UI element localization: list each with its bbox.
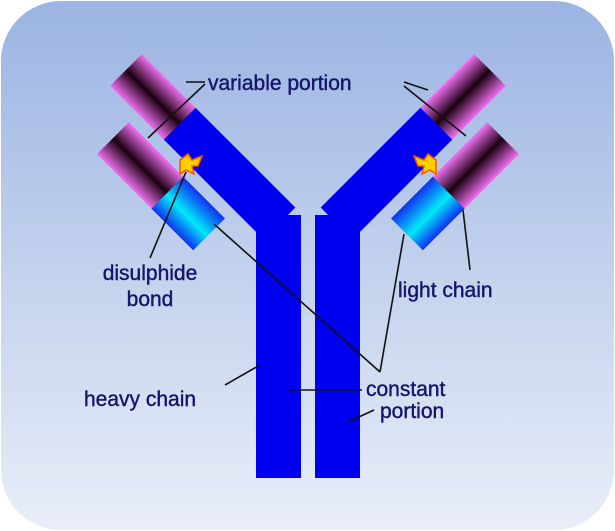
light-chain-left-constant	[150, 176, 225, 251]
disulphide-label-line1: disulphide	[103, 262, 198, 285]
heavy-chain-right-stem	[315, 215, 360, 478]
heavy-variable-left	[110, 54, 196, 140]
heavy-chain-left-stem	[256, 215, 301, 478]
light-chain-right-constant	[391, 176, 466, 251]
heavy-chain-left-arm	[163, 107, 296, 240]
light-variable-right	[432, 122, 520, 209]
variable-portion-label: variable portion	[208, 72, 352, 95]
constant-label-line1: constant	[366, 378, 446, 401]
constant-label-line2: portion	[380, 400, 444, 423]
leader-lines	[147, 81, 471, 423]
disulphide-bond-right-icon	[412, 152, 437, 176]
left-half	[96, 54, 301, 478]
heavy-variable-right	[420, 54, 506, 140]
light-variable-left	[96, 122, 184, 209]
disulphide-label-line2: bond	[127, 288, 174, 311]
heavy-chain-label: heavy chain	[84, 388, 196, 411]
disulphide-bond-left-icon	[179, 152, 204, 176]
light-chain-label: light chain	[398, 279, 493, 302]
heavy-chain-right-arm	[320, 107, 453, 240]
